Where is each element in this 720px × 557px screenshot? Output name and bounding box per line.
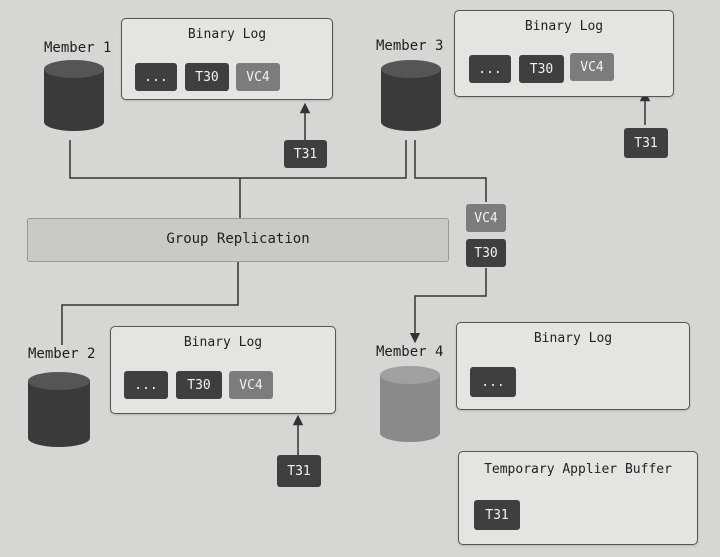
chip-vc4-in-transit: VC4 [466,204,506,232]
line-gr-to-member2 [61,260,239,345]
line-members-to-bus [69,140,407,179]
binary-log-member-2: Binary Log ... T30 VC4 [110,326,336,414]
chip-ellipsis: ... [135,63,177,91]
member-3-label: Member 3 [376,38,444,54]
chip-t31-member-1: T31 [284,140,327,168]
member-2-label: Member 2 [28,346,96,362]
member-3-database-icon [381,60,441,131]
binary-log-member-3: Binary Log ... T30 VC4 [454,10,674,97]
binary-log-member-4: Binary Log ... [456,322,690,410]
chip-t31-member-2: T31 [277,455,321,487]
chip-t31-member-3: T31 [624,128,668,158]
chip-t30: T30 [176,371,222,399]
line-member3-to-queue [414,140,487,202]
member-1-label: Member 1 [44,40,112,56]
binary-log-title: Binary Log [183,335,263,350]
chip-ellipsis: ... [470,367,516,397]
group-replication-label: Group Replication [166,231,310,247]
temporary-applier-buffer-title: Temporary Applier Buffer [484,462,672,477]
chip-ellipsis: ... [124,371,168,399]
chip-t30-in-transit: T30 [466,239,506,267]
temporary-applier-buffer: Temporary Applier Buffer T31 [458,451,698,545]
arrow-to-member4 [409,268,487,344]
member-4-database-icon [380,366,440,442]
chip-t30: T30 [185,63,229,91]
binary-log-title: Binary Log [524,19,604,34]
binary-log-member-1: Binary Log ... T30 VC4 [121,18,333,100]
binary-log-title: Binary Log [187,27,267,42]
binary-log-title: Binary Log [533,331,613,346]
chip-vc4: VC4 [236,63,280,91]
member-2-database-icon [28,372,90,447]
group-replication-band: Group Replication [27,218,449,262]
chip-vc4: VC4 [229,371,273,399]
chip-ellipsis: ... [469,55,511,83]
chip-vc4: VC4 [570,53,614,81]
chip-t30: T30 [519,55,564,83]
member-1-database-icon [44,60,104,131]
chip-t31-buffer: T31 [474,500,520,530]
member-4-label: Member 4 [376,344,444,360]
